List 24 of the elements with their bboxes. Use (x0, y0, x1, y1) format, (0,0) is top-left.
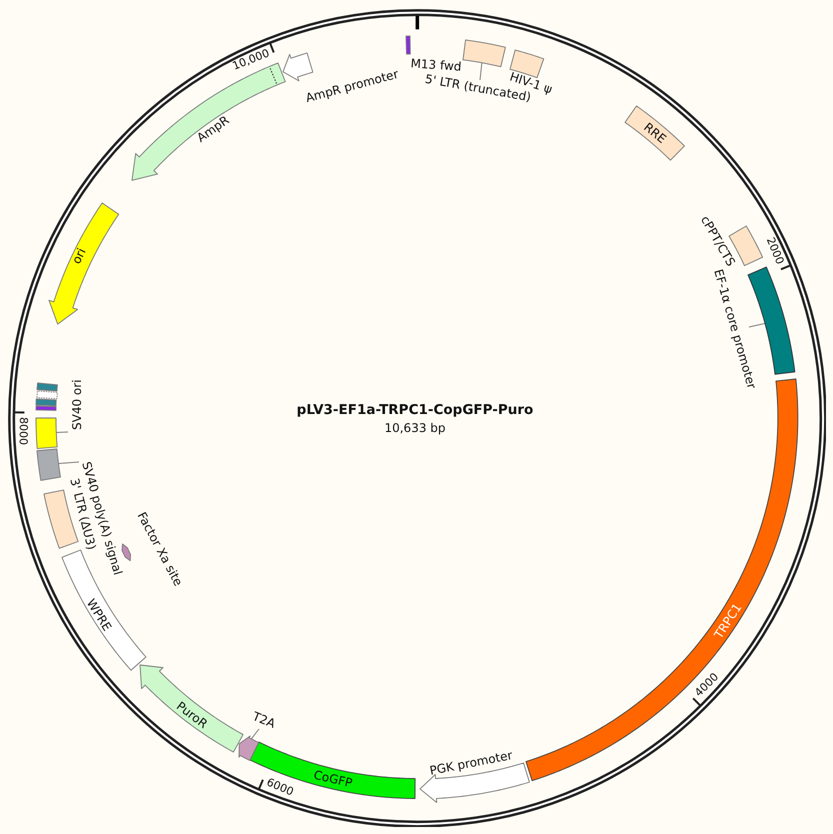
feature-bar (462, 39, 506, 68)
feature-label: CoGFP (312, 768, 354, 790)
plasmid-size: 10,633 bp (384, 421, 446, 435)
leader-line (250, 728, 260, 740)
feature-bar (35, 405, 58, 412)
feature-label: SV40 ori (70, 379, 84, 430)
leader-line (748, 322, 766, 328)
feature-label: T2A (250, 709, 278, 731)
feature-bar (35, 417, 58, 450)
tick-label: 8000 (16, 416, 30, 446)
feature-bar (36, 382, 58, 393)
tick-label: 2000 (762, 236, 786, 267)
leader-line (58, 462, 80, 464)
pointed-feature-bar (238, 734, 260, 762)
feature-label: PGK promoter (428, 748, 514, 778)
plasmid-name: pLV3-EF1a-TRPC1-CopGFP-Puro (296, 403, 534, 417)
tick-label: 6000 (264, 776, 296, 800)
leader-line (480, 62, 482, 80)
feature-label: ori (69, 246, 89, 266)
feature-bar (35, 398, 58, 408)
feature-label: M13 fwd (410, 56, 462, 74)
feature-bar (36, 448, 62, 482)
leader-line (56, 432, 68, 433)
feature-bar (36, 390, 58, 400)
